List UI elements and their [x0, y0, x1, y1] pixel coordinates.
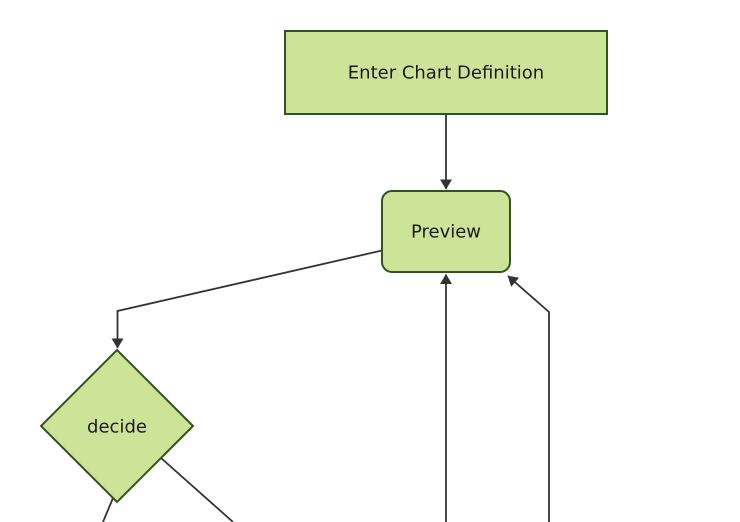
edge-decide-to-offscreen-left — [102, 497, 114, 522]
edge-preview-to-decide — [111, 249, 383, 349]
edge-offscreen-right-to-preview — [507, 275, 550, 522]
edge-decide-to-offscreen-right — [160, 457, 234, 522]
node-decide: decide — [39, 348, 195, 504]
enter-chart-definition-label: Enter Chart Definition — [348, 63, 544, 84]
node-enter-chart-definition: Enter Chart Definition — [284, 30, 608, 115]
preview-box — [381, 190, 511, 273]
decide-label: decide — [87, 417, 147, 438]
preview-label: Preview — [411, 222, 481, 243]
decide-diamond — [39, 348, 195, 504]
node-preview: Preview — [381, 190, 511, 273]
enter-chart-definition-box — [284, 30, 608, 115]
